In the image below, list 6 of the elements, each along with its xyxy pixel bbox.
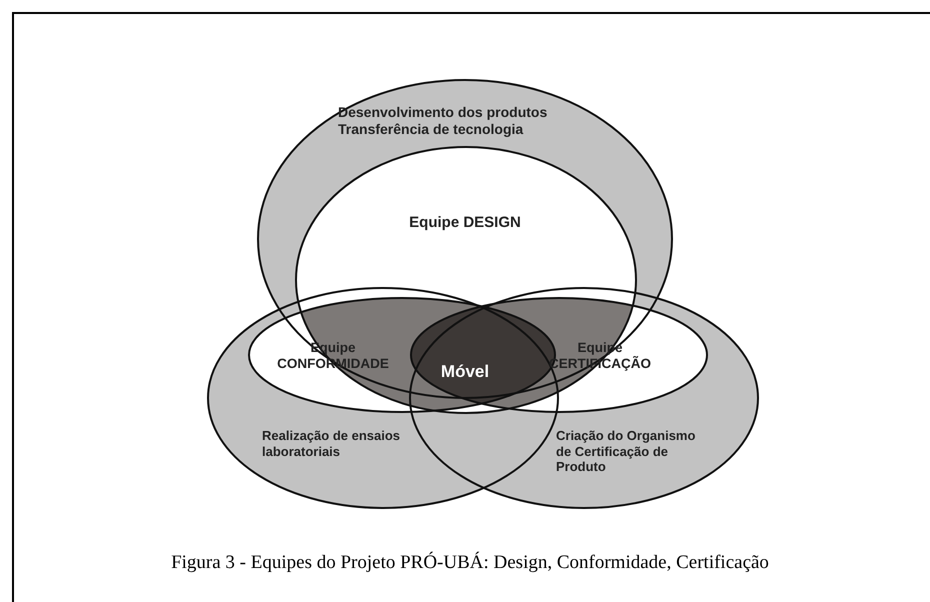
region-label: Realização de ensaios laboratoriais	[262, 428, 407, 460]
region-label: Móvel	[415, 362, 515, 382]
figure-caption: Figura 3 - Equipes do Projeto PRÓ-UBÁ: Design, Conformidade, Certificação	[170, 552, 770, 574]
region-label: Criação do Organismo de Certificação de Produto	[556, 428, 706, 475]
region-label: Desenvolvimento dos produtos Transferência de tecnologia	[338, 104, 588, 138]
region-label: Equipe DESIGN	[385, 214, 545, 232]
